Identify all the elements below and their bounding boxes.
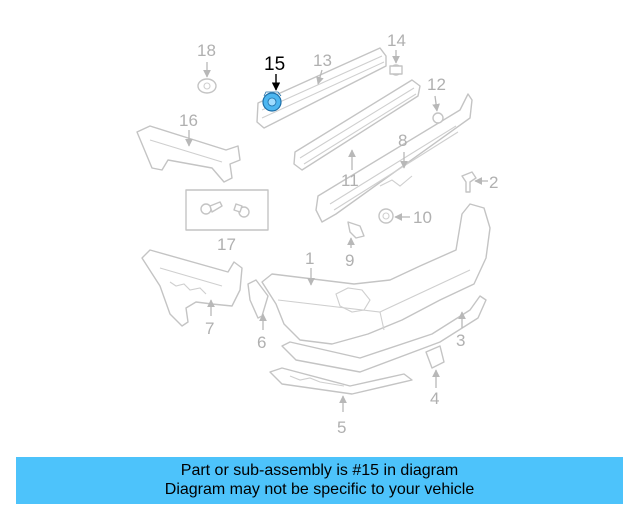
leader-lines <box>185 50 488 412</box>
part-11-energy-absorber <box>293 79 421 171</box>
part-9-bolt <box>347 221 365 239</box>
part-7-lower-bracket <box>141 249 243 327</box>
callout-11: 11 <box>341 171 359 190</box>
part-3-lower-valance <box>281 295 487 373</box>
callout-9: 9 <box>345 251 354 270</box>
callout-13: 13 <box>313 51 332 70</box>
info-banner: Part or sub-assembly is #15 in diagram D… <box>16 457 623 504</box>
part-14-bolt <box>389 64 403 76</box>
part-1-bumper-cover <box>261 203 491 345</box>
callout-8: 8 <box>398 131 407 150</box>
callout-3: 3 <box>456 331 465 350</box>
part-5-lower-trim <box>269 367 413 395</box>
callout-1: 1 <box>305 249 314 268</box>
part-16-side-bracket <box>136 125 241 183</box>
callout-15[interactable]: 15 <box>264 54 285 75</box>
callout-7: 7 <box>205 319 214 338</box>
part-17-bolt-kit <box>185 189 269 231</box>
banner-line-1: Part or sub-assembly is #15 in diagram <box>180 462 459 479</box>
part-18-clip <box>197 78 217 94</box>
part-2-clip <box>461 171 477 193</box>
callout-5: 5 <box>337 418 346 437</box>
callout-10: 10 <box>413 208 432 227</box>
callout-16: 16 <box>179 111 198 130</box>
part-10-nut <box>378 208 394 224</box>
callout-17: 17 <box>217 235 236 254</box>
callout-2: 2 <box>489 173 498 192</box>
callout-12: 12 <box>427 75 446 94</box>
callout-6: 6 <box>257 333 266 352</box>
callout-4: 4 <box>430 389 439 408</box>
part-15-highlighted[interactable] <box>262 91 282 112</box>
callout-labels: 1 2 3 4 5 6 7 8 9 10 11 12 13 14 15 16 1… <box>179 31 498 437</box>
part-12-bolt <box>432 112 444 124</box>
banner-line-2: Diagram may not be specific to your vehi… <box>164 481 475 498</box>
callout-18: 18 <box>197 41 216 60</box>
part-8-bracket <box>315 93 473 223</box>
parts-diagram: 1 2 3 4 5 6 7 8 9 10 11 12 13 14 15 16 1… <box>136 31 498 437</box>
part-4-bracket <box>425 345 445 369</box>
callout-14: 14 <box>387 31 406 50</box>
